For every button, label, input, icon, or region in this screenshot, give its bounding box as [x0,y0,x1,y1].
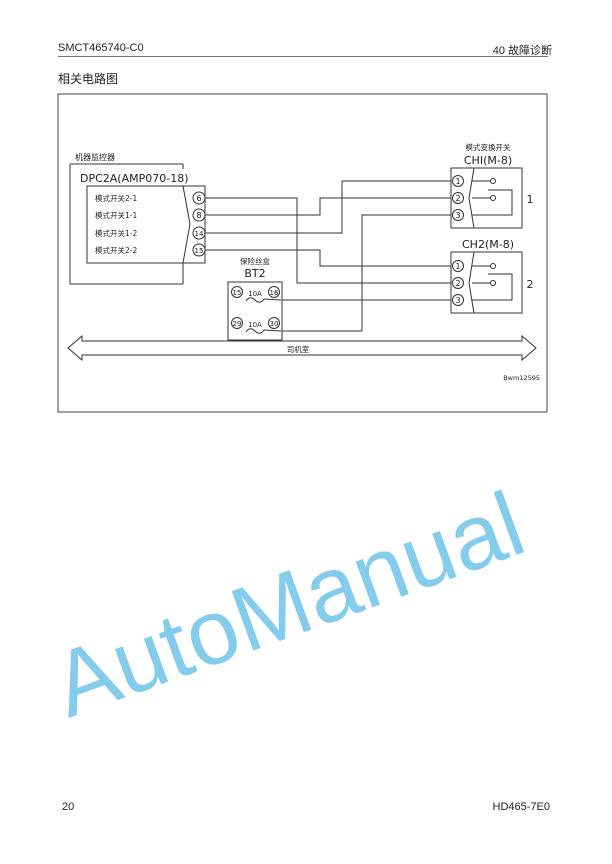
pin-number: 15 [195,247,204,255]
fuse-box-name: BT2 [244,267,265,280]
wires [205,180,452,332]
pin-number: 3 [455,211,460,220]
diagram-frame [57,93,548,413]
document-code: SMCT465740-C0 [58,42,144,54]
pin-number: 1 [455,262,460,271]
controller-outer-box [69,163,184,285]
figure-id: Bwm12595 [503,374,540,382]
signal-label: 模式开关2-1 [95,193,137,203]
pin-number: 1 [455,177,460,186]
fuse: 15 16 10A [231,286,282,303]
fuse: 29 30 10A [231,317,282,334]
area-label: 司机室 [287,344,310,354]
switch-connector: CHI(M-8) [464,154,512,167]
pin-number: 3 [455,296,460,305]
switch-label: 2 [527,278,534,291]
fuse-symbol [245,328,282,334]
switch-connector: CH2(M-8) [462,238,514,251]
chapter-title: 40 故障诊断 [492,45,552,57]
section-title: 相关电路图 [58,72,119,86]
fuse-rating: 10A [248,321,262,329]
wire-pin15-ch2-1 [205,249,452,267]
model-number: HD465-7E0 [492,801,550,813]
wire-fuse30-ch1-3 [281,214,452,332]
fuse-terminal: 16 [270,289,279,297]
pin-number: 2 [455,279,460,288]
switch-ch1: CHI(M-8) 1 2 3 1 [450,154,534,229]
connector-plug-edge [182,185,191,264]
fuse-rating: 10A [248,290,262,298]
controller-connector: DPC2A(AMP070-18) [80,172,189,185]
pin-number: 2 [455,194,460,203]
fuse-terminal: 15 [233,289,242,297]
cab-arrow [67,334,537,362]
switch-ch2: CH2(M-8) 1 2 3 2 [450,238,534,314]
signal-label: 模式开关1-2 [95,228,137,238]
signal-label: 模式开关1-1 [95,210,137,220]
controller-title: 机器监控器 [75,152,115,162]
fuse-terminal: 30 [270,320,279,328]
wire-pin14-ch1-1 [205,180,452,234]
signal-label: 模式开关2-2 [95,245,137,255]
pin-number: 8 [196,211,201,220]
switch-label: 1 [527,193,534,206]
wire-pin8-ch1-2 [205,197,452,216]
pin-number: 14 [195,230,204,238]
controller-signals: 模式开关2-1 模式开关1-1 模式开关1-2 模式开关2-2 6 8 14 1… [95,191,206,257]
fuse-box-title: 保险丝盒 [240,256,270,266]
header-divider [58,56,548,57]
mode-switch-title: 模式变换开关 [466,142,511,152]
wire-pin6-ch2-2 [205,197,452,284]
fuse-symbol [245,297,282,303]
fuse-terminal: 29 [233,320,242,328]
page-number: 20 [62,801,75,813]
pin-number: 6 [196,194,201,203]
